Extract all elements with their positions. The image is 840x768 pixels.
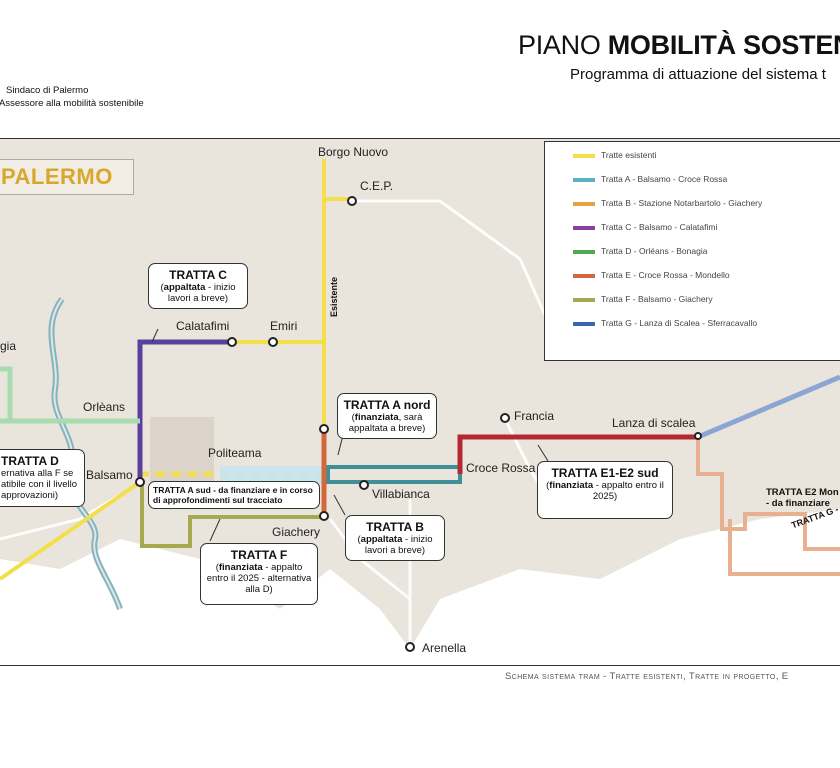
label-tratta-e2-text: - da finanziare [766, 498, 830, 509]
callout-tratta-e1-e2-bold: finanziata [549, 480, 594, 491]
label-tratta-e2-title: TRATTA E2 Mon [766, 487, 839, 498]
legend-label: Tratta F - Balsamo - Giachery [601, 294, 713, 304]
legend-swatch [573, 178, 595, 182]
callout-tratta-c-bold: appaltata [163, 282, 206, 293]
legend-swatch [573, 202, 595, 206]
legend-label: Tratta G - Lanza di Scalea - Sferracaval… [601, 318, 758, 328]
callout-tratta-a-nord-title: TRATTA A nord [343, 398, 431, 412]
callout-tratta-b-bold: appaltata [360, 534, 403, 545]
legend-swatch [573, 322, 595, 326]
label-lanza-di-scalea: Lanza di scalea [612, 416, 696, 430]
callout-tratta-f-bold: finanziata [218, 562, 263, 573]
label-orleans: Orlèans [83, 400, 126, 414]
legend-swatch [573, 274, 595, 278]
legend-swatch [573, 226, 595, 230]
callout-tratta-a-nord-rest: , sarà appaltata a breve) [348, 412, 426, 434]
label-tratta-e2: TRATTA E2 Mon - da finanziare [766, 487, 839, 509]
legend-label: Tratte esistenti [601, 150, 657, 160]
org-line-1: Sindaco di Palermo [6, 85, 89, 96]
city-name-box: PALERMO [0, 159, 134, 195]
callout-tratta-e1-e2-rest: - appalto entro il 2025) [592, 480, 664, 502]
callout-tratta-f-title: TRATTA F [230, 548, 288, 562]
legend-swatch [573, 154, 595, 158]
legend-swatch [573, 298, 595, 302]
label-francia: Francia [514, 409, 555, 423]
callout-tratta-b: TRATTA B (appaltata - inizio lavori a br… [345, 515, 445, 561]
callout-tratta-a-sud-text: TRATTA A sud - da finanziare e in corso … [153, 485, 313, 505]
legend-swatch [573, 250, 595, 254]
map-legend: Tratte esistenti Tratta A - Balsamo - Cr… [544, 141, 840, 361]
callout-tratta-f-rest: - appalto entro il 2025 - alternativa al… [206, 562, 312, 595]
callout-tratta-a-nord: TRATTA A nord (finanziata, sarà appaltat… [337, 393, 437, 439]
callout-tratta-d-title: TRATTA D [1, 454, 59, 468]
label-cep: C.E.P. [360, 179, 394, 193]
city-name: PALERMO [1, 164, 113, 189]
legend-label: Tratta B - Stazione Notarbartolo - Giach… [601, 198, 763, 208]
callout-tratta-b-pre: ( [357, 534, 361, 545]
callout-tratta-e1-e2-pre: ( [546, 480, 550, 491]
legend-label: Tratta A - Balsamo - Croce Rossa [601, 174, 728, 184]
label-borgo-nuovo: Borgo Nuovo [318, 145, 389, 159]
callout-tratta-a-sud: TRATTA A sud - da finanziare e in corso … [148, 481, 320, 509]
callout-tratta-d-text: ernativa alla F se atibile con il livell… [1, 468, 78, 501]
label-giachery: Giachery [272, 525, 321, 539]
org-line-2: Assessore alla mobilità sostenibile [0, 98, 144, 109]
legend-label: Tratta C - Balsamo - Calatafimi [601, 222, 718, 232]
callout-tratta-c-pre: ( [160, 282, 164, 293]
label-arenella: Arenella [422, 641, 467, 655]
callout-tratta-d: TRATTA D ernativa alla F se atibile con … [0, 449, 85, 507]
label-calatafimi: Calatafimi [176, 319, 230, 333]
map-caption: Schema sistema tram - Tratte esistenti, … [505, 671, 789, 682]
callout-tratta-e1-e2: TRATTA E1-E2 sud (finanziata - appalto e… [537, 461, 673, 519]
title-light: PIANO [518, 30, 608, 60]
callout-tratta-c: TRATTA C (appaltata - inizio lavori a br… [148, 263, 248, 309]
callout-tratta-b-rest: - inizio lavori a breve) [364, 534, 433, 556]
callout-tratta-f: TRATTA F (finanziata - appalto entro il … [200, 543, 318, 605]
callout-tratta-a-nord-bold: finanziata [354, 412, 399, 423]
legend-label: Tratta E - Croce Rossa - Mondello [601, 270, 730, 280]
label-emiri: Emiri [270, 319, 298, 333]
label-bonagia: gia [0, 339, 17, 353]
label-politeama: Politeama [208, 446, 262, 460]
callout-tratta-f-pre: ( [215, 562, 219, 573]
legend-label: Tratta D - Orléans - Bonagia [601, 246, 708, 256]
subtitle: Programma di attuazione del sistema t [570, 66, 826, 83]
label-villabianca: Villabianca [372, 487, 430, 501]
page-title: PIANO MOBILITÀ SOSTENI [518, 30, 840, 61]
label-balsamo: Balsamo [86, 468, 133, 482]
tram-map: PALERMO Borgo Nuovo C.E.P. Calatafimi Em… [0, 138, 840, 666]
title-bold: MOBILITÀ SOSTENI [607, 30, 840, 60]
label-croce-rossa: Croce Rossa [466, 461, 536, 475]
callout-tratta-b-title: TRATTA B [366, 520, 424, 534]
label-esistente: Esistente [329, 276, 339, 317]
callout-tratta-a-nord-pre: ( [351, 412, 355, 423]
callout-tratta-c-rest: - inizio lavori a breve) [167, 282, 236, 304]
callout-tratta-c-title: TRATTA C [169, 268, 227, 282]
callout-tratta-e1-e2-title: TRATTA E1-E2 sud [551, 466, 659, 480]
